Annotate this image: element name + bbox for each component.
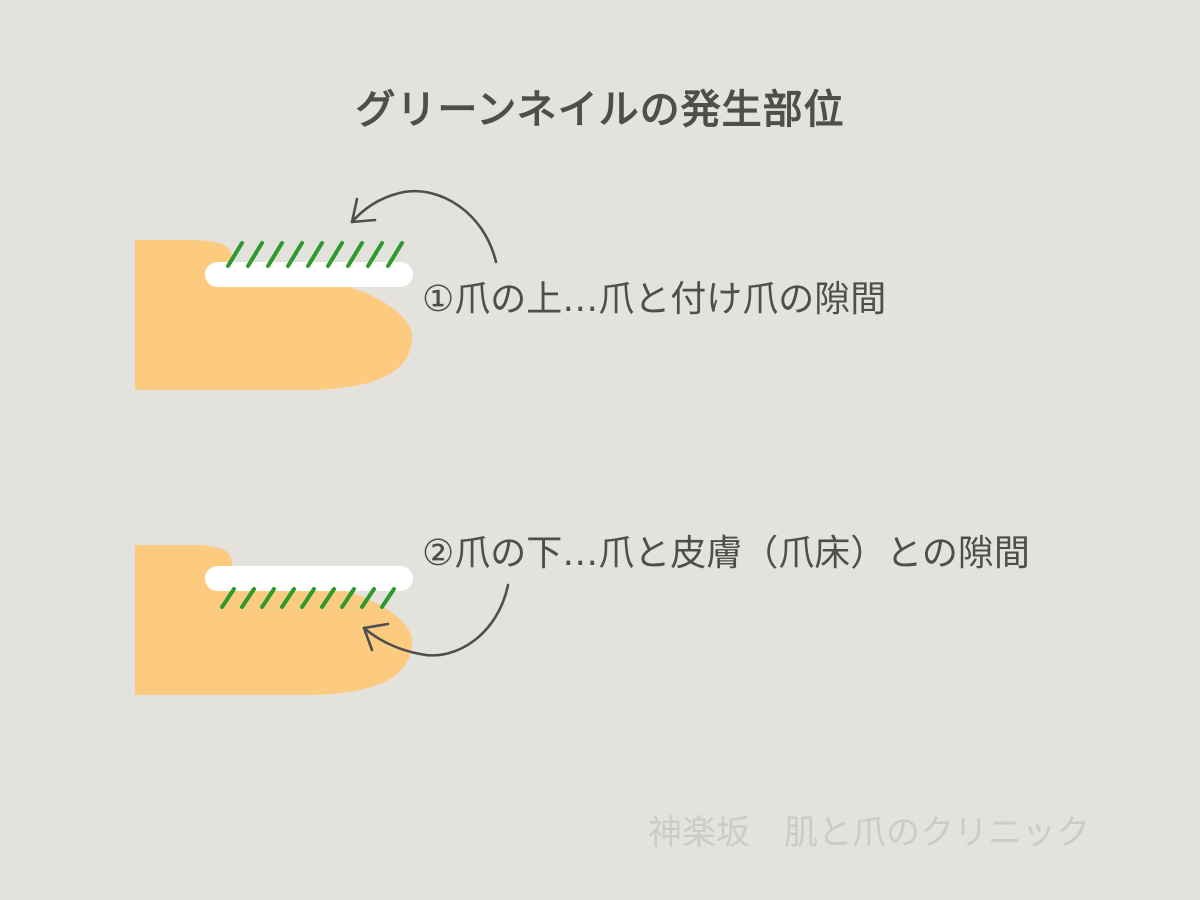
nail-plate-bottom (205, 566, 413, 591)
clinic-watermark: 神楽坂 肌と爪のクリニック (648, 813, 1090, 853)
bacteria-hatching-bottom (220, 587, 396, 609)
label-below-nail: ②爪の下…爪と皮膚（爪床）との隙間 (422, 533, 1030, 574)
fingertip-top (135, 240, 412, 390)
fingertip-bottom (135, 545, 412, 695)
label-above-nail: ①爪の上…爪と付け爪の隙間 (422, 279, 887, 320)
finger-bottom (135, 545, 510, 695)
bacteria-hatching-top (226, 241, 404, 268)
arrow-bottom (362, 583, 510, 657)
finger-top (135, 189, 498, 390)
nail-plate-top (205, 262, 413, 287)
arrow-top (350, 189, 498, 264)
diagram-title: グリーンネイルの発生部位 (355, 87, 845, 133)
